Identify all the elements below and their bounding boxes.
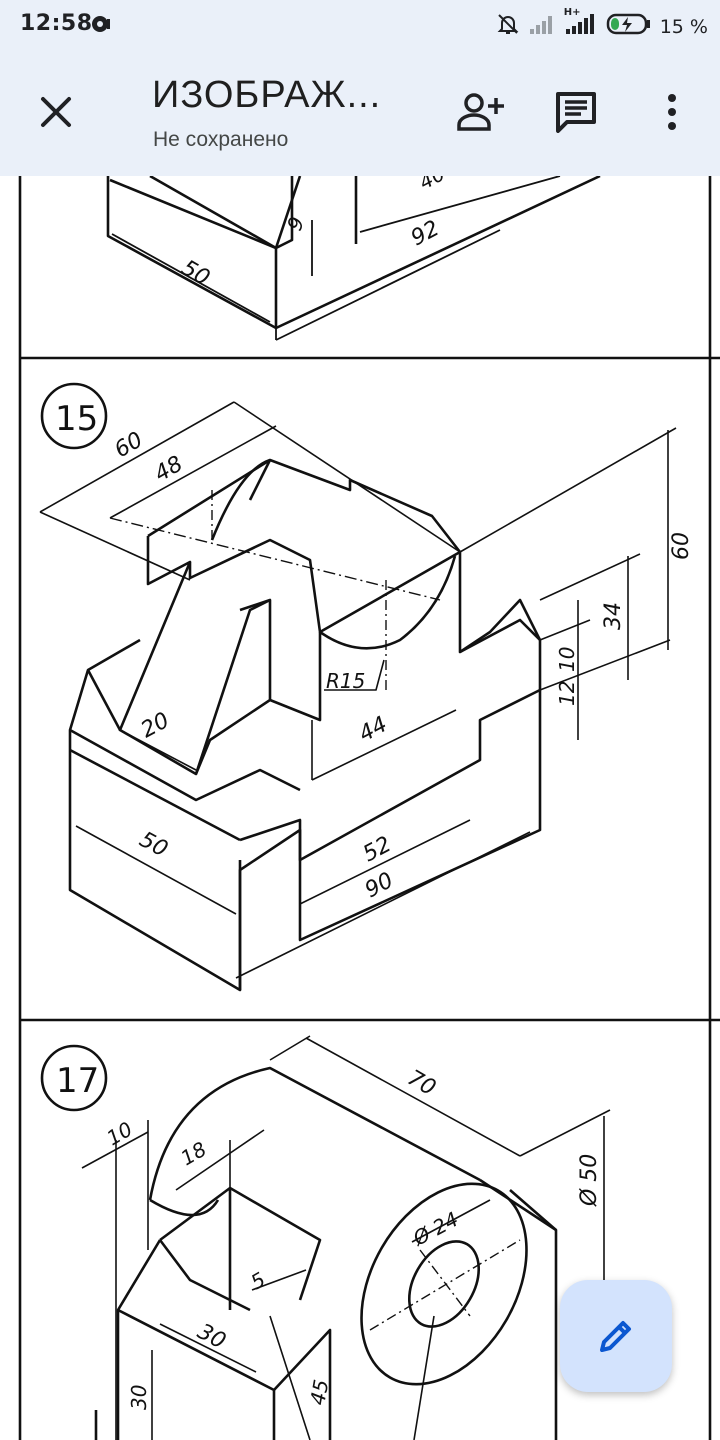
app-bar: ИЗОБРАЖ... Не сохранено — [0, 48, 720, 176]
dim-label: 52 — [359, 832, 395, 867]
record-icon — [90, 13, 112, 39]
dim-label: 60 — [111, 428, 148, 464]
add-person-icon — [457, 93, 504, 131]
edit-fab-button[interactable] — [560, 1280, 672, 1392]
battery-icon — [606, 12, 652, 41]
dim-label: 44 — [355, 712, 391, 747]
pencil-icon — [600, 1321, 631, 1352]
dim-label: 10 — [103, 1117, 137, 1151]
signal-h-icon: H+ — [564, 7, 598, 40]
figure-number: 15 — [55, 399, 98, 439]
more-vert-icon — [668, 94, 676, 130]
more-options-button[interactable] — [644, 84, 700, 140]
save-status: Не сохранено — [153, 128, 289, 151]
document-canvas[interactable]: 50 92 9 40 15 — [0, 176, 720, 1440]
status-bar: 12:58 H+ 15 % — [0, 0, 720, 48]
dim-label: Ø 50 — [577, 1154, 602, 1207]
dim-label: 10 — [555, 647, 579, 672]
dim-label: 40 — [415, 176, 449, 194]
dim-label: 5 — [247, 1267, 270, 1294]
dim-label: 34 — [601, 602, 626, 630]
dim-label: 45 — [305, 1378, 333, 1407]
dim-label: 50 — [135, 827, 171, 862]
dim-label: 12 — [555, 681, 579, 706]
add-person-button[interactable] — [452, 84, 508, 140]
dim-label: Ø 24 — [408, 1207, 462, 1251]
document-title: ИЗОБРАЖ... — [152, 74, 382, 116]
figure-17: 17 — [40, 1035, 611, 1440]
close-button[interactable] — [28, 84, 84, 140]
figure-top-partial: 50 92 9 40 — [106, 176, 601, 341]
dim-label: 92 — [407, 216, 443, 251]
network-type-label: H+ — [563, 7, 581, 18]
dim-label: 20 — [137, 708, 173, 743]
dim-label: 30 — [193, 1319, 229, 1354]
figure-number: 17 — [56, 1061, 99, 1101]
dim-label: 18 — [177, 1137, 211, 1171]
dim-label: 60 — [669, 532, 694, 560]
close-icon — [41, 97, 71, 127]
signal-icon — [528, 13, 556, 40]
dim-label: 48 — [151, 452, 188, 488]
battery-percent: 15 % — [659, 15, 708, 38]
dim-label: 50 — [177, 256, 214, 292]
dim-label: 9 — [282, 214, 309, 234]
mute-icon — [496, 12, 520, 41]
comments-button[interactable] — [548, 84, 604, 140]
dim-label: 70 — [403, 1066, 440, 1102]
status-icons: H+ 15 % — [496, 7, 708, 41]
figure-15: 15 — [39, 382, 694, 992]
dim-label: 30 — [127, 1385, 151, 1410]
dim-label: R15 — [326, 669, 365, 693]
technical-drawing-image: 50 92 9 40 15 — [18, 176, 720, 1440]
status-time: 12:58 — [20, 11, 93, 36]
comment-icon — [556, 92, 596, 133]
